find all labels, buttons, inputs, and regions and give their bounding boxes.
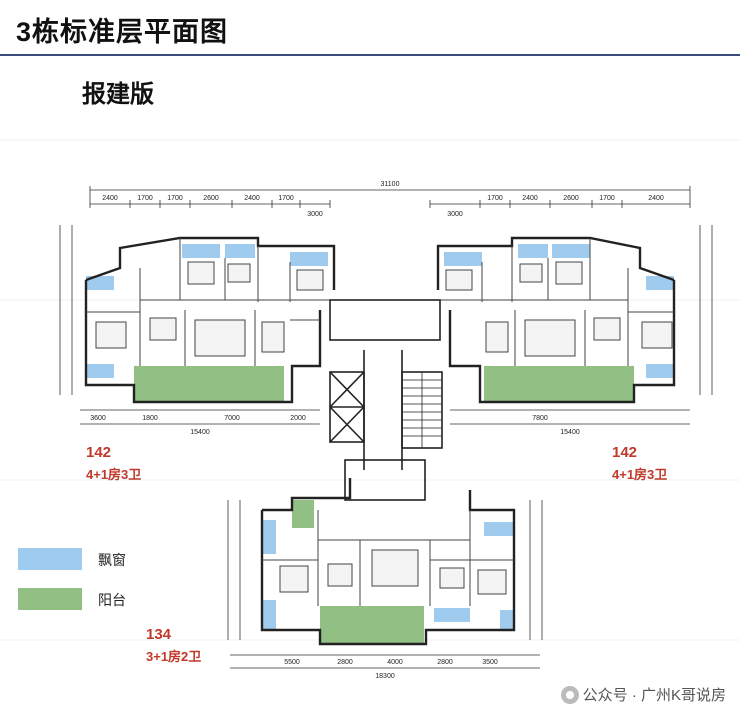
dim-lb-3: 2000 <box>290 415 306 422</box>
dim-lb-total: 15400 <box>190 429 210 436</box>
dim-rb-total: 15400 <box>560 429 580 436</box>
unit-left-type: 4+1房3卫 <box>86 467 142 482</box>
bay-window <box>552 244 590 258</box>
core <box>329 299 443 501</box>
unit-right-type: 4+1房3卫 <box>612 467 668 482</box>
dim-rt-3: 2600 <box>563 195 579 202</box>
unit-right <box>436 236 676 404</box>
bay-window <box>484 522 514 536</box>
bay-window <box>262 520 276 554</box>
bay-window <box>86 276 114 290</box>
unit-left-area: 142 <box>86 444 112 461</box>
dim-bu-2: 4000 <box>387 659 403 666</box>
bay-window <box>290 252 328 266</box>
dim-bu-1: 2800 <box>337 659 353 666</box>
bay-window <box>86 364 114 378</box>
dim-lt-2: 1700 <box>167 195 183 202</box>
dim-lt-0: 2400 <box>102 195 118 202</box>
bay-window <box>500 610 514 630</box>
bay-window <box>646 276 674 290</box>
dim-overall-top: 31100 <box>381 181 400 188</box>
dim-lt-1: 1700 <box>137 195 153 202</box>
dim-lb-2: 7000 <box>224 415 240 422</box>
legend-label-bay-window: 飘窗 <box>98 552 126 568</box>
dimension-lines <box>59 189 713 669</box>
dim-lt-3: 2600 <box>203 195 219 202</box>
bay-window <box>434 608 470 622</box>
balcony <box>134 366 284 402</box>
dim-lt-5: 1700 <box>278 195 294 202</box>
bay-window <box>182 244 220 258</box>
watermark-text: 公众号 · 广州K哥说房 <box>582 687 726 704</box>
dim-lb-0: 3600 <box>90 415 106 422</box>
balcony <box>320 606 424 644</box>
dim-rb-0: 7800 <box>532 415 548 422</box>
bay-window <box>518 244 548 258</box>
dim-rt-1: 1700 <box>487 195 503 202</box>
page-title: 3栋标准层平面图 <box>16 17 229 47</box>
legend-label-balcony: 阳台 <box>98 592 126 608</box>
bay-window <box>444 252 482 266</box>
bay-window <box>646 364 674 378</box>
unit-bottom <box>260 478 516 646</box>
dim-rt-4: 1700 <box>599 195 615 202</box>
unit-right-area: 142 <box>612 444 638 461</box>
unit-bottom-area: 134 <box>146 626 172 643</box>
unit-bottom-type: 3+1房2卫 <box>146 649 202 664</box>
page-subtitle: 报建版 <box>82 81 154 108</box>
bay-window <box>262 600 276 630</box>
dim-rt-5: 2400 <box>648 195 664 202</box>
watermark: 公众号 · 广州K哥说房 <box>560 684 726 705</box>
dim-lb-1: 1800 <box>142 415 158 422</box>
dim-bu-4: 3500 <box>482 659 498 666</box>
bay-window <box>225 244 255 258</box>
dim-lt-6: 3000 <box>307 211 323 218</box>
dim-bu-total: 18300 <box>375 673 395 680</box>
legend-swatch-balcony <box>18 588 82 610</box>
legend-swatch-bay-window <box>18 548 82 570</box>
unit-left <box>84 236 336 404</box>
balcony <box>484 366 634 402</box>
wechat-icon <box>560 685 579 704</box>
dim-lt-4: 2400 <box>244 195 260 202</box>
dim-rt-0: 3000 <box>447 211 463 218</box>
dim-bu-3: 2800 <box>437 659 453 666</box>
dim-rt-2: 2400 <box>522 195 538 202</box>
dim-bu-0: 5500 <box>284 659 300 666</box>
dimension-labels: 31100 2400 1700 1700 2600 2400 1700 3000… <box>90 181 664 680</box>
title-divider <box>0 54 740 56</box>
balcony <box>292 500 314 528</box>
dimension-ticks <box>89 186 691 208</box>
